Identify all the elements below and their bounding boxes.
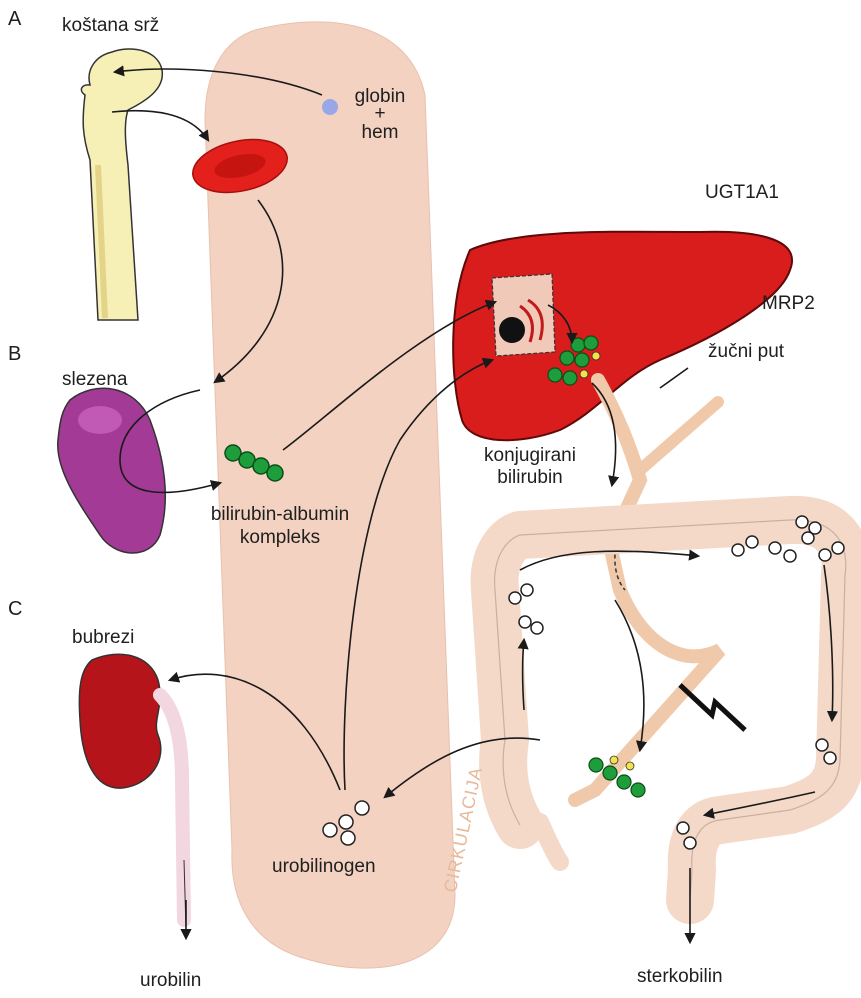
liver-icon <box>453 232 792 441</box>
conjugated-bilirubin-label-1: konjugirani <box>470 445 590 467</box>
kidneys-label: bubrezi <box>72 627 134 649</box>
heme-dot <box>322 99 338 115</box>
section-label-a: A <box>8 8 21 30</box>
bone-icon <box>81 49 162 320</box>
heme-label: hem <box>345 122 415 144</box>
complex-label-2: kompleks <box>170 527 390 549</box>
transporter-label: MRP2 <box>762 293 815 315</box>
urobilin-label: urobilin <box>140 970 201 992</box>
enzyme-label: UGT1A1 <box>705 182 779 204</box>
urobilinogen-label: urobilinogen <box>272 856 376 878</box>
spleen-icon <box>58 388 165 553</box>
stercobilin-label: sterkobilin <box>637 966 723 988</box>
section-label-b: B <box>8 343 21 365</box>
bile-duct-label: žučni put <box>708 341 784 363</box>
spleen-label: slezena <box>62 369 128 391</box>
bile-duct-icon <box>575 380 720 800</box>
section-label-c: C <box>8 598 22 620</box>
conjugated-bilirubin-label-2: bilirubin <box>470 467 590 489</box>
obstruction-icon <box>680 685 745 730</box>
complex-label-1: bilirubin-albumin <box>170 504 390 526</box>
kidney-icon <box>79 654 186 930</box>
bone-marrow-label: koštana srž <box>62 15 159 37</box>
